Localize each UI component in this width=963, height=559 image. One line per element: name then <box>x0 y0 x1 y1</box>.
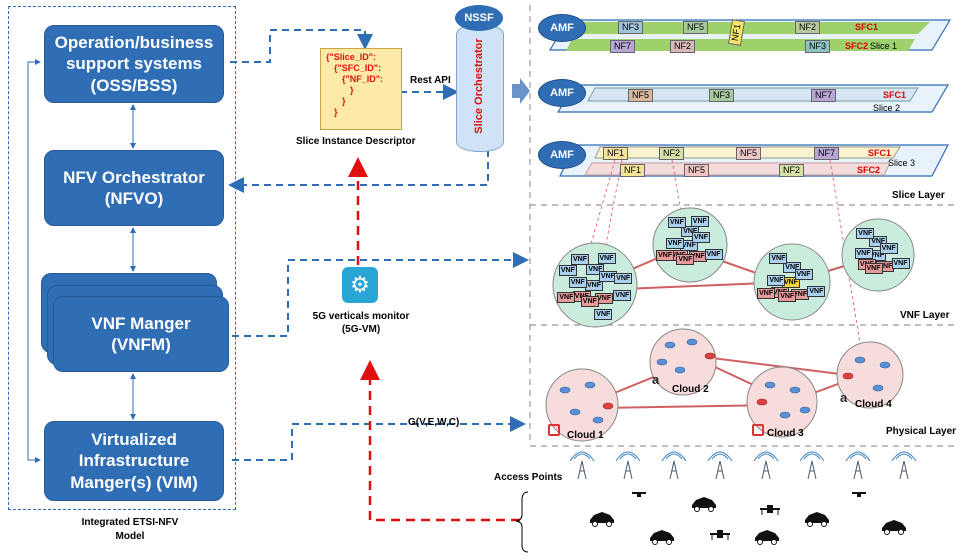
vnfm-box[interactable]: VNF Manger(VNFM) <box>53 296 229 372</box>
devices-brace <box>515 491 529 553</box>
openstack-logo-icon <box>548 424 560 436</box>
orchestrator-to-slices-arrow <box>512 78 530 104</box>
vnf-node[interactable]: VNF <box>757 287 776 299</box>
amazon-logo-icon: a <box>652 372 660 387</box>
slice1-sfc2-nf-3[interactable]: NF3 <box>805 40 831 53</box>
vnf-node[interactable]: VNF <box>557 291 576 303</box>
nfvo-box[interactable]: NFV Orchestrator(NFVO) <box>44 150 224 226</box>
vnf-node[interactable]: VNF <box>571 253 589 265</box>
access-point-towers <box>569 451 917 480</box>
vnf-node[interactable]: VNF <box>594 308 613 320</box>
amf-slice-3[interactable]: AMF <box>538 141 586 169</box>
vnf-node[interactable]: VNF <box>794 269 813 280</box>
gear-icon[interactable]: ⚙ <box>342 267 378 303</box>
nssf-badge[interactable]: NSSF <box>455 5 503 31</box>
slice3-sfc2-nf-1[interactable]: NF1 <box>620 164 646 177</box>
physical-layer-label: Physical Layer <box>886 426 957 437</box>
slice1-name: Slice 1 <box>870 41 898 51</box>
slice1-sfc1-nf-1[interactable]: NF3 <box>618 21 644 34</box>
cloud-1-label: Cloud 1 <box>567 430 604 441</box>
vnf-node[interactable]: VNF <box>558 265 577 277</box>
slice2-sfc1-nf-1[interactable]: NF5 <box>628 89 654 102</box>
graph-label: G(V,E,W,C) <box>408 417 460 428</box>
vnf-node[interactable]: VNF <box>807 286 826 298</box>
etsi-nfv-container <box>8 6 236 510</box>
vnf-node[interactable]: VNF <box>869 236 888 248</box>
descriptor-caption: Slice Instance Descriptor <box>296 136 416 147</box>
vnf-node[interactable]: VNF <box>676 253 695 265</box>
cloud-3-label: Cloud 3 <box>767 428 804 439</box>
vnf-node[interactable]: VNF <box>690 216 709 228</box>
vnf-node[interactable]: VNF <box>783 262 802 274</box>
slice1-sfc2-nf-2[interactable]: NF2 <box>670 40 696 53</box>
slice1-sfc1-nf-3[interactable]: NF2 <box>795 21 821 34</box>
slice1-sfc2-nf-1[interactable]: NF7 <box>610 40 636 53</box>
rest-api-label: Rest API <box>410 75 451 86</box>
slice3-sfc1-label: SFC1 <box>868 148 892 158</box>
vnf-node[interactable]: VNF <box>568 277 587 289</box>
vnf-node[interactable]: VNF <box>656 250 675 262</box>
vnf-node[interactable]: VNF <box>704 248 723 260</box>
slice-orchestrator-cylinder[interactable] <box>456 24 504 152</box>
vnf-node[interactable]: VNF <box>667 217 686 228</box>
descriptor-code: {"Slice_ID": {"SFC_ID": {"NF_ID": } } } <box>326 52 384 117</box>
vnf-node[interactable]: VNF <box>864 263 883 275</box>
vnf-node[interactable]: VNF <box>665 237 684 249</box>
vnf-node[interactable]: VNF <box>854 247 873 259</box>
vnf-node[interactable]: VNF <box>891 258 910 270</box>
vnf-node[interactable]: VNF <box>614 273 633 285</box>
slice-orchestrator-label: Slice Orchestrator <box>473 38 485 134</box>
vnf-node[interactable]: VNF <box>681 225 700 237</box>
slice2-sfc1-label: SFC1 <box>883 90 907 100</box>
vnf-node[interactable]: VNF <box>769 253 788 265</box>
slice3-sfc2-nf-2[interactable]: NF5 <box>684 164 710 177</box>
monitor-label: 5G verticals monitor(5G-VM) <box>312 311 410 335</box>
slice2-sfc1-nf-3[interactable]: NF7 <box>811 89 837 102</box>
slice3-sfc2-nf-3[interactable]: NF2 <box>779 164 805 177</box>
cloud-2-label: Cloud 2 <box>672 384 709 395</box>
vnf-node[interactable]: VNF <box>692 232 710 244</box>
amazon-logo-icon: a <box>840 390 848 405</box>
vnf-node[interactable]: VNF <box>778 291 797 303</box>
access-points-label: Access Points <box>494 472 563 483</box>
vnf-node[interactable]: VNF <box>856 227 875 239</box>
slice3-sfc2-label: SFC2 <box>857 165 881 175</box>
slice3-sfc1-nf-4[interactable]: NF7 <box>814 147 840 160</box>
slice2-sfc1-nf-2[interactable]: NF3 <box>709 89 735 102</box>
slice3-name: Slice 3 <box>888 158 916 168</box>
slice-descriptor-document[interactable] <box>320 48 402 130</box>
vnf-node[interactable]: VNF <box>767 274 786 286</box>
slice1-sfc2-label: SFC2 <box>845 41 869 51</box>
left-feedback-line <box>27 59 41 463</box>
slice-layer-label: Slice Layer <box>892 190 945 201</box>
slice3-sfc1-nf-1[interactable]: NF1 <box>603 147 629 160</box>
slice1-sfc1-nf-2[interactable]: NF5 <box>683 21 709 34</box>
cloud-4-label: Cloud 4 <box>855 399 892 410</box>
physical-layer-network <box>545 328 904 442</box>
red-monitor-arrows <box>348 157 520 522</box>
dashed-connectors <box>228 29 529 461</box>
vnf-node[interactable]: VNF <box>597 252 616 264</box>
slice1-sfc1-label: SFC1 <box>855 22 879 32</box>
amf-slice-2[interactable]: AMF <box>538 79 586 107</box>
vnf-layer-label: VNF Layer <box>900 310 950 321</box>
vnf-node[interactable]: VNF <box>586 263 605 275</box>
vnf-node[interactable]: VNF <box>879 242 898 254</box>
amf-slice-1[interactable]: AMF <box>538 14 586 42</box>
slice3-sfc1-nf-2[interactable]: NF2 <box>659 147 685 160</box>
vnf-node[interactable]: VNF <box>613 290 632 302</box>
openstack-logo-icon <box>752 424 764 436</box>
vnf-node[interactable]: VNF <box>580 296 599 307</box>
slice2-name: Slice 2 <box>873 103 901 113</box>
vehicles-and-drones <box>590 492 906 545</box>
slice3-sfc1-nf-3[interactable]: NF5 <box>736 147 762 160</box>
